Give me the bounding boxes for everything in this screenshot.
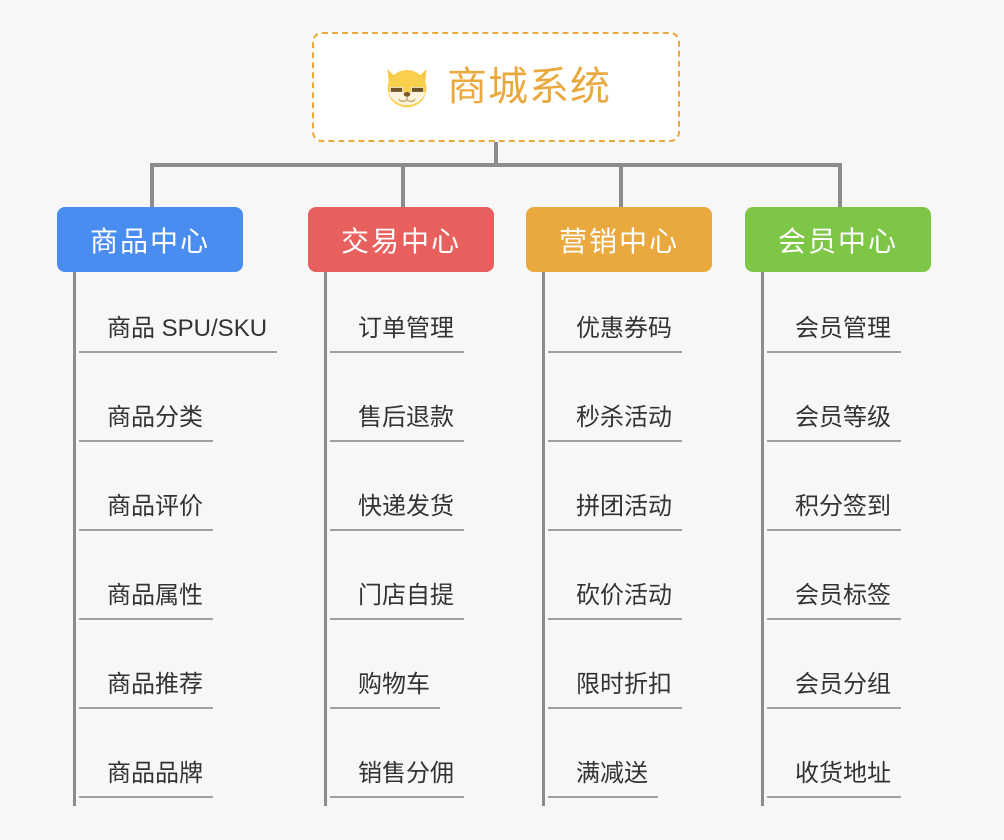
list-item[interactable]: 会员等级 — [761, 361, 947, 450]
leaf-label: 商品评价 — [79, 493, 213, 531]
shiba-dog-icon — [387, 69, 427, 108]
list-item[interactable]: 收货地址 — [761, 717, 947, 806]
leaf-label: 限时折扣 — [548, 671, 682, 709]
leaf-label: 售后退款 — [330, 404, 464, 442]
branch-header-会员中心[interactable]: 会员中心 — [745, 207, 931, 272]
branch-header-营销中心[interactable]: 营销中心 — [526, 207, 712, 272]
leaf-label: 商品分类 — [79, 404, 213, 442]
leaf-label: 商品属性 — [79, 582, 213, 620]
root-node[interactable]: 商城系统 — [312, 32, 680, 142]
list-item[interactable]: 秒杀活动 — [542, 361, 728, 450]
list-item[interactable]: 门店自提 — [324, 539, 510, 628]
leaf-label: 商品推荐 — [79, 671, 213, 709]
leaf-label: 商品品牌 — [79, 760, 213, 798]
leaf-label: 销售分佣 — [330, 760, 464, 798]
list-item[interactable]: 会员分组 — [761, 628, 947, 717]
list-item[interactable]: 商品分类 — [73, 361, 259, 450]
list-item[interactable]: 商品属性 — [73, 539, 259, 628]
leaf-list: 订单管理 售后退款 快递发货 门店自提 购物车 销售分佣 — [324, 272, 510, 806]
branch-spine — [324, 272, 327, 806]
leaf-label: 会员等级 — [767, 404, 901, 442]
root-connector-stub — [494, 142, 498, 163]
branch-drop-connector — [619, 163, 623, 207]
branch-spine — [761, 272, 764, 806]
list-item[interactable]: 售后退款 — [324, 361, 510, 450]
leaf-label: 积分签到 — [767, 493, 901, 531]
branch-header-商品中心[interactable]: 商品中心 — [57, 207, 243, 272]
list-item[interactable]: 商品品牌 — [73, 717, 259, 806]
list-item[interactable]: 会员标签 — [761, 539, 947, 628]
list-item[interactable]: 会员管理 — [761, 272, 947, 361]
list-item[interactable]: 快递发货 — [324, 450, 510, 539]
branch-drop-connector — [150, 163, 154, 207]
list-item[interactable]: 限时折扣 — [542, 628, 728, 717]
list-item[interactable]: 销售分佣 — [324, 717, 510, 806]
leaf-label: 快递发货 — [330, 493, 464, 531]
list-item[interactable]: 订单管理 — [324, 272, 510, 361]
list-item[interactable]: 积分签到 — [761, 450, 947, 539]
leaf-label: 秒杀活动 — [548, 404, 682, 442]
branch-bus-connector — [150, 163, 840, 167]
branch-spine — [73, 272, 76, 806]
leaf-label: 收货地址 — [767, 760, 901, 798]
list-item[interactable]: 满减送 — [542, 717, 728, 806]
branch-header-交易中心[interactable]: 交易中心 — [308, 207, 494, 272]
leaf-label: 会员管理 — [767, 315, 901, 353]
leaf-label: 会员标签 — [767, 582, 901, 620]
leaf-label: 订单管理 — [330, 315, 464, 353]
leaf-label: 优惠券码 — [548, 315, 682, 353]
leaf-label: 购物车 — [330, 671, 440, 709]
leaf-list: 会员管理 会员等级 积分签到 会员标签 会员分组 收货地址 — [761, 272, 947, 806]
leaf-label: 拼团活动 — [548, 493, 682, 531]
list-item[interactable]: 购物车 — [324, 628, 510, 717]
branch-spine — [542, 272, 545, 806]
leaf-list: 优惠券码 秒杀活动 拼团活动 砍价活动 限时折扣 满减送 — [542, 272, 728, 806]
list-item[interactable]: 砍价活动 — [542, 539, 728, 628]
branch-drop-connector — [838, 163, 842, 207]
list-item[interactable]: 商品评价 — [73, 450, 259, 539]
leaf-label: 商品 SPU/SKU — [79, 315, 278, 353]
branch-drop-connector — [401, 163, 405, 207]
root-title: 商城系统 — [447, 65, 611, 109]
list-item[interactable]: 优惠券码 — [542, 272, 728, 361]
leaf-list: 商品 SPU/SKU 商品分类 商品评价 商品属性 商品推荐 商品品牌 — [73, 272, 278, 806]
leaf-label: 砍价活动 — [548, 582, 682, 620]
leaf-label: 会员分组 — [767, 671, 901, 709]
list-item[interactable]: 商品 SPU/SKU — [73, 272, 278, 361]
list-item[interactable]: 商品推荐 — [73, 628, 259, 717]
list-item[interactable]: 拼团活动 — [542, 450, 728, 539]
leaf-label: 门店自提 — [330, 582, 464, 620]
leaf-label: 满减送 — [548, 760, 658, 798]
